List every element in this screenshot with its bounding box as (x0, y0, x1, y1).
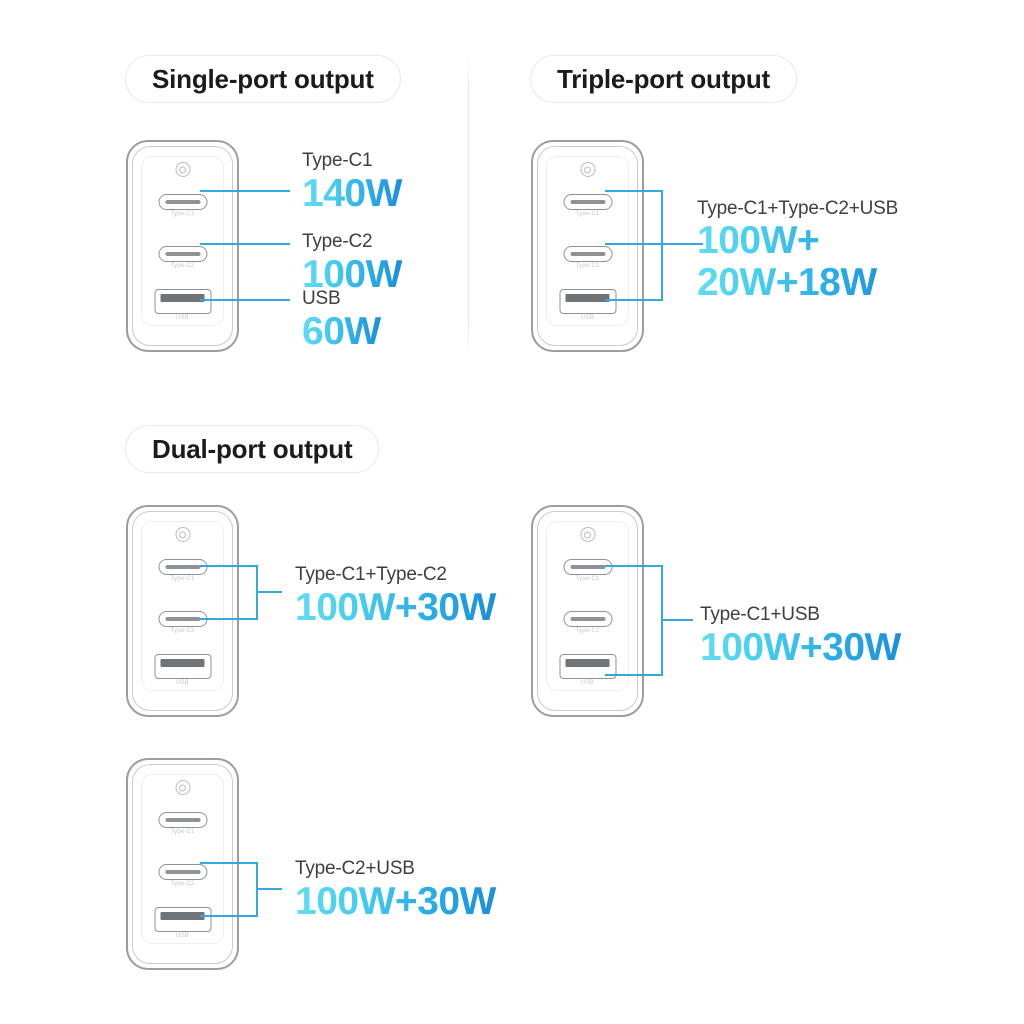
badge-label: Triple-port output (557, 63, 771, 94)
spec-name: USB (302, 288, 341, 309)
device-shell (537, 146, 638, 346)
port-label-c1: Type-C1 (170, 829, 195, 835)
spec-watt-line2: 20W+18W (697, 262, 898, 304)
device-shell (132, 146, 233, 346)
port-label-usb: USB (176, 315, 189, 321)
device-shell (537, 511, 638, 711)
port-type-c2: Type-C2 (563, 246, 612, 269)
port-label-c2: Type-C2 (575, 628, 600, 634)
charger-device-triple-port: Type-C1 Type-C2 USB (531, 140, 644, 352)
spec-watt: 100W+30W (700, 626, 901, 669)
port-type-c1: Type-C1 (563, 194, 612, 217)
device-shell (132, 511, 233, 711)
port-type-c1: Type-C1 (158, 194, 207, 217)
spec-dual-c2-usb: Type-C2+USB 100W+30W (295, 858, 496, 924)
badge-triple-port-output: Triple-port output (530, 55, 798, 103)
device-face-panel (141, 774, 224, 944)
brand-logo-icon (175, 527, 190, 542)
spec-single-type-c2: Type-C2 100W (302, 231, 402, 297)
device-face-panel (546, 521, 629, 691)
section-divider (468, 53, 469, 358)
brand-logo-icon (580, 162, 595, 177)
spec-dual-c1-usb: Type-C1+USB 100W+30W (700, 604, 901, 670)
badge-single-port-output: Single-port output (125, 55, 401, 103)
brand-logo-icon (580, 527, 595, 542)
port-label-c1: Type-C1 (575, 211, 600, 217)
port-type-c1: Type-C1 (158, 559, 207, 582)
brand-logo-icon (175, 780, 190, 795)
spec-name: Type-C1+Type-C2+USB (697, 198, 899, 219)
charger-device-dual-c1-c2: Type-C1 Type-C2 USB (126, 505, 239, 717)
badge-dual-port-output: Dual-port output (125, 425, 380, 473)
port-label-c2: Type-C2 (170, 628, 195, 634)
charger-device-dual-c1-usb: Type-C1 Type-C2 USB (531, 505, 644, 717)
badge-label: Dual-port output (152, 433, 353, 464)
spec-dual-c1-c2: Type-C1+Type-C2 100W+30W (295, 564, 496, 630)
port-usb-a: USB (154, 907, 211, 939)
device-face-panel (546, 156, 629, 326)
port-label-usb: USB (581, 315, 594, 321)
spec-watt: 60W (302, 310, 381, 353)
spec-single-usb: USB 60W (302, 288, 381, 354)
spec-triple-all-ports: Type-C1+Type-C2+USB 100W+ 20W+18W (697, 198, 898, 304)
device-face-panel (141, 156, 224, 326)
spec-name: Type-C2 (302, 231, 373, 252)
spec-name: Type-C1+USB (700, 604, 820, 625)
port-usb-a: USB (559, 654, 616, 686)
port-type-c1: Type-C1 (158, 812, 207, 835)
charger-device-dual-c2-usb: Type-C1 Type-C2 USB (126, 758, 239, 970)
port-type-c2: Type-C2 (563, 611, 612, 634)
port-label-c1: Type-C1 (575, 576, 600, 582)
spec-watt: 100W (302, 253, 402, 296)
port-type-c1: Type-C1 (563, 559, 612, 582)
port-label-c2: Type-C2 (575, 263, 600, 269)
spec-name: Type-C1 (302, 150, 373, 171)
spec-watt: 100W+30W (295, 880, 496, 923)
port-usb-a: USB (154, 289, 211, 321)
port-label-c2: Type-C2 (170, 881, 195, 887)
spec-watt-line1: 100W+ (697, 220, 898, 262)
charger-device-single-port: Type-C1 Type-C2 USB (126, 140, 239, 352)
spec-watt: 140W (302, 172, 402, 215)
port-label-usb: USB (176, 680, 189, 686)
port-type-c2: Type-C2 (158, 864, 207, 887)
spec-name: Type-C2+USB (295, 858, 415, 879)
port-usb-a: USB (154, 654, 211, 686)
port-label-usb: USB (581, 680, 594, 686)
device-shell (132, 764, 233, 964)
port-type-c2: Type-C2 (158, 246, 207, 269)
brand-logo-icon (175, 162, 190, 177)
spec-watt: 100W+30W (295, 586, 496, 629)
spec-single-type-c1: Type-C1 140W (302, 150, 402, 216)
badge-label: Single-port output (152, 63, 374, 94)
port-label-usb: USB (176, 933, 189, 939)
port-usb-a: USB (559, 289, 616, 321)
device-face-panel (141, 521, 224, 691)
port-label-c1: Type-C1 (170, 576, 195, 582)
port-label-c2: Type-C2 (170, 263, 195, 269)
spec-name: Type-C1+Type-C2 (295, 564, 447, 585)
port-label-c1: Type-C1 (170, 211, 195, 217)
